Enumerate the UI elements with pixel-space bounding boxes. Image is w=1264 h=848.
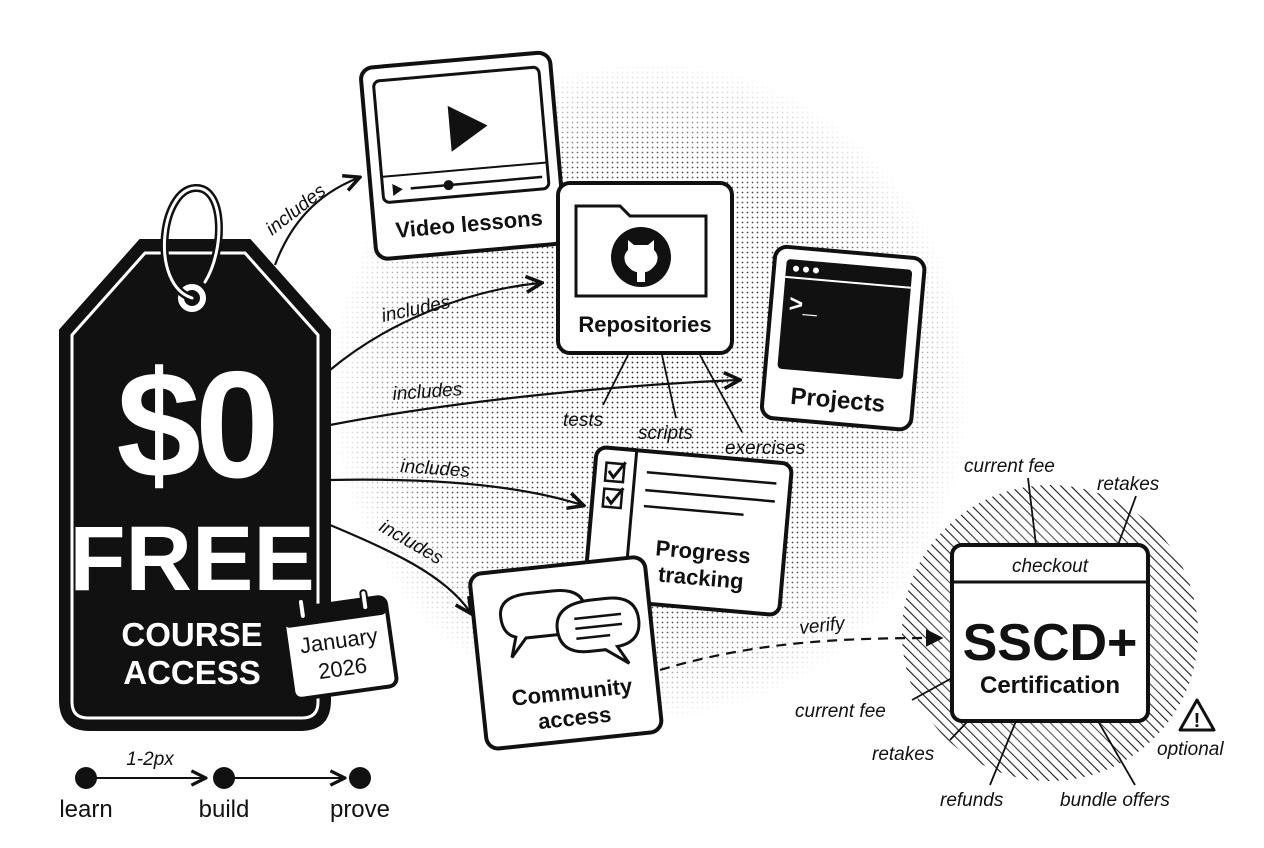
calendar-ring-right	[359, 589, 370, 612]
label-refunds: refunds	[940, 790, 1004, 811]
terminal-dot-1	[793, 265, 800, 272]
certification-name: SSCD+	[963, 614, 1138, 672]
label-bundle: bundle offers	[1060, 790, 1170, 811]
small-play-icon	[392, 184, 403, 196]
play-icon	[447, 105, 488, 152]
flow-label-learn: learn	[59, 796, 112, 823]
tag-string-highlight	[163, 186, 221, 300]
label-exercises: exercises	[725, 438, 806, 459]
check-icon-1	[607, 461, 627, 480]
certification-box: checkout SSCD+ Certification	[950, 543, 1150, 723]
video-divider	[381, 161, 548, 178]
label-retakes-top: retakes	[1097, 474, 1160, 495]
connector-arrows	[273, 178, 944, 672]
chat-line-1	[574, 612, 622, 621]
price-tag: $0 FREE COURSE ACCESS	[59, 184, 331, 731]
line-exercises	[699, 354, 743, 433]
terminal-dot-2	[802, 266, 809, 273]
course-text: COURSE	[121, 616, 262, 653]
check-icon-2	[605, 487, 625, 506]
flow-node-build	[213, 767, 235, 789]
line-fee-top	[1027, 477, 1037, 546]
calendar-icon: January 2026	[281, 589, 399, 701]
calendar-header	[282, 596, 387, 628]
flow-label-build: build	[199, 796, 250, 823]
arrow-to-repos	[329, 283, 540, 371]
video-scrubber	[443, 180, 454, 191]
warning-icon: !	[1178, 698, 1216, 732]
flow-node-prove	[349, 767, 371, 789]
access-text: ACCESS	[123, 654, 261, 691]
line-tests	[602, 354, 629, 406]
line-fee-left	[911, 677, 953, 701]
price-tag-body	[59, 239, 331, 731]
arrow-to-projects	[329, 380, 738, 427]
price-tag-inner-border	[70, 251, 320, 720]
checkout-label: checkout	[1012, 556, 1089, 577]
label-retakes-left: retakes	[872, 744, 935, 765]
line-scripts	[661, 354, 677, 419]
flow-node-learn	[75, 767, 97, 789]
progress-line-1	[646, 470, 777, 485]
video-progress-bar	[410, 175, 543, 190]
arrow-to-progress	[329, 478, 582, 505]
terminal-dot-3	[812, 267, 819, 274]
free-text: FREE	[69, 508, 314, 610]
terminal-titlebar-line	[785, 275, 911, 289]
arrow-to-certification	[659, 629, 944, 672]
label-tests: tests	[563, 410, 604, 431]
label-includes-video: includes	[262, 180, 330, 240]
projects-card: >_ Projects	[759, 244, 927, 432]
learn-build-prove-flow: 1-2px learn build prove	[59, 749, 390, 823]
label-fee-top: current fee	[964, 456, 1055, 477]
arrow-to-video	[273, 178, 358, 266]
label-scripts: scripts	[638, 423, 693, 444]
progress-line-3	[643, 504, 744, 517]
community-access-card: Community access	[468, 555, 664, 751]
label-includes-projects: includes	[392, 379, 464, 405]
repo-label-lines	[602, 354, 743, 433]
calendar-ring-left	[296, 597, 307, 620]
warning-exclamation: !	[1194, 710, 1201, 732]
repositories-card: Repositories	[556, 181, 734, 355]
line-retakes-left	[949, 720, 969, 741]
certification-label-lines	[911, 477, 1137, 786]
terminal-window	[777, 259, 913, 380]
flow-label-prove: prove	[330, 796, 390, 823]
repo-card-title: Repositories	[578, 312, 711, 337]
certification-subtitle: Certification	[980, 672, 1120, 699]
chat-line-2	[575, 622, 623, 631]
chat-line-3	[576, 633, 611, 640]
line-refunds	[989, 720, 1017, 786]
label-fee-left: current fee	[795, 701, 886, 722]
label-verify: verify	[798, 613, 847, 639]
label-includes-progress: includes	[400, 456, 472, 482]
progress-line-2	[645, 488, 775, 503]
price-text: $0	[116, 340, 274, 510]
github-octocat-shape	[624, 240, 658, 282]
certification-frame	[950, 543, 1150, 723]
line-bundle	[1097, 720, 1136, 786]
arrow-to-community	[329, 523, 470, 612]
label-optional: optional	[1157, 739, 1224, 760]
video-lessons-card: Video lessons	[359, 50, 568, 261]
flow-note: 1-2px	[126, 749, 175, 770]
line-retakes-top	[1117, 495, 1137, 546]
warning-triangle	[1178, 698, 1216, 732]
terminal-prompt: >_	[788, 292, 820, 321]
